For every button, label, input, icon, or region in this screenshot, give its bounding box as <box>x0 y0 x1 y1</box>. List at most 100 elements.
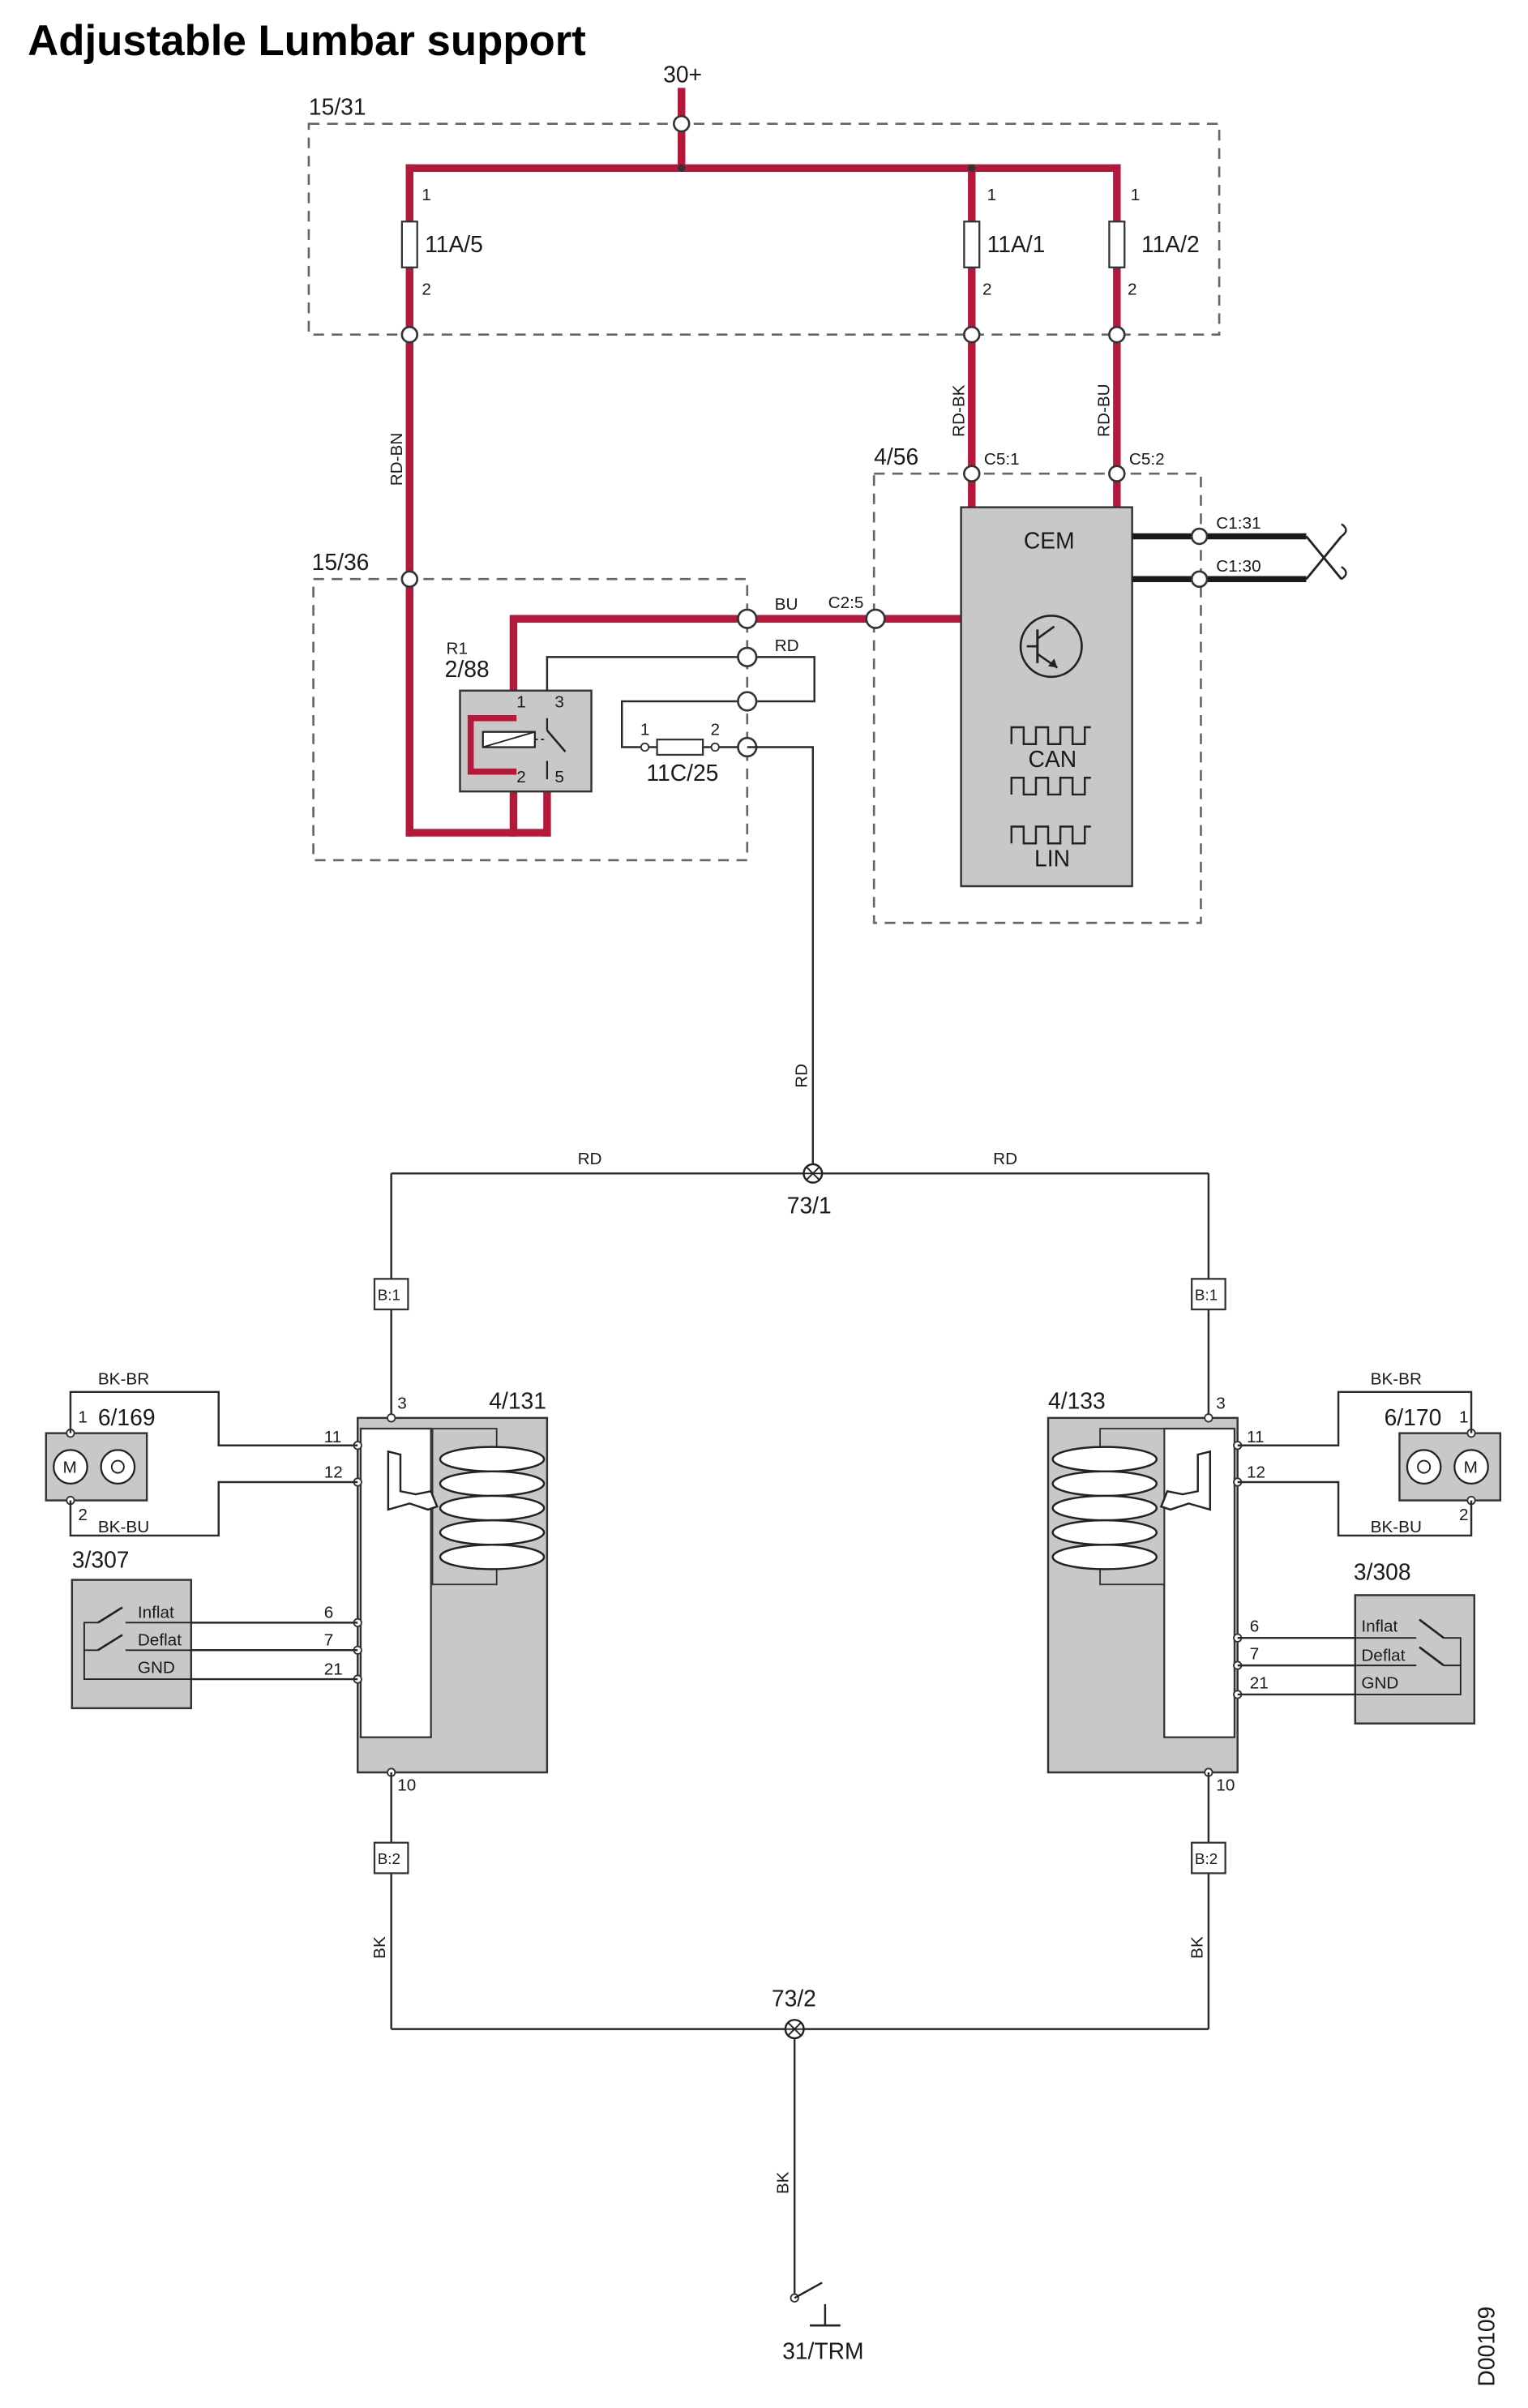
right-lumbar-module <box>1046 1416 1239 1774</box>
svg-text:C5:2: C5:2 <box>1129 450 1165 469</box>
supply-label: 30+ <box>663 62 702 88</box>
svg-text:R1: R1 <box>447 640 469 658</box>
switch-icon <box>1419 1646 1445 1667</box>
cem-connector-c1-30 <box>1190 570 1209 588</box>
svg-text:C1:30: C1:30 <box>1216 557 1260 576</box>
svg-text:C2:5: C2:5 <box>828 593 864 612</box>
svg-text:B:1: B:1 <box>378 1287 400 1304</box>
svg-text:2/88: 2/88 <box>445 656 490 682</box>
wire-label-rd-bk: RD-BK <box>949 384 968 437</box>
svg-text:7: 7 <box>1250 1645 1260 1664</box>
ground-label: 31/TRM <box>782 2338 863 2364</box>
svg-text:M: M <box>63 1459 77 1477</box>
transistor-icon <box>1019 615 1083 679</box>
fusebox-15-31 <box>307 122 1221 336</box>
left-motor-label: 6/169 <box>98 1404 156 1430</box>
svg-text:BK: BK <box>370 1936 389 1959</box>
connector-b1-left <box>373 1278 409 1311</box>
fuse-11a5: 11A/5 1 2 <box>400 186 483 299</box>
svg-text:1: 1 <box>987 186 997 204</box>
svg-text:BK-BR: BK-BR <box>98 1369 149 1388</box>
svg-text:RD: RD <box>993 1150 1017 1168</box>
lin-label: LIN <box>1034 846 1070 872</box>
svg-text:C1:31: C1:31 <box>1216 514 1260 533</box>
svg-text:3: 3 <box>1216 1395 1226 1413</box>
cem-name: CEM <box>1024 528 1075 554</box>
left-lumbar-module <box>356 1416 549 1774</box>
svg-text:RD: RD <box>578 1150 602 1168</box>
svg-text:6: 6 <box>1250 1617 1260 1636</box>
cem-box-4-56 <box>872 472 1202 924</box>
motor-icon <box>1453 1449 1489 1485</box>
svg-text:5: 5 <box>554 768 564 786</box>
svg-text:C5:1: C5:1 <box>984 450 1020 469</box>
seat-icon <box>1159 1450 1212 1511</box>
svg-text:3: 3 <box>554 693 564 712</box>
can-signal-icon <box>1010 726 1091 745</box>
relay-r1: R1 2/88 1 3 2 5 <box>445 640 593 793</box>
svg-text:2: 2 <box>422 281 431 299</box>
right-pump-motor: M <box>1398 1432 1502 1502</box>
svg-text:10: 10 <box>1216 1776 1235 1795</box>
cem-box-label: 4/56 <box>874 443 918 469</box>
left-switch-label: 3/307 <box>72 1547 130 1573</box>
right-switch-label: 3/308 <box>1354 1559 1411 1585</box>
ground-icon <box>790 2282 841 2327</box>
svg-text:11: 11 <box>1247 1428 1265 1446</box>
svg-text:11A/5: 11A/5 <box>425 231 483 257</box>
terminal <box>1108 325 1126 344</box>
svg-text:BK: BK <box>1188 1936 1206 1959</box>
svg-text:3: 3 <box>397 1395 407 1413</box>
twisted-pair-icon <box>1305 523 1347 581</box>
wire-label-bu: BU <box>775 595 798 614</box>
svg-text:2: 2 <box>982 281 992 299</box>
svg-text:Deflat: Deflat <box>138 1631 182 1650</box>
document-id: D00109 <box>1473 2307 1499 2387</box>
splice-bottom-label: 73/2 <box>772 1985 816 2011</box>
terminal <box>737 691 758 712</box>
connector-b2-right <box>1191 1841 1226 1875</box>
svg-text:12: 12 <box>324 1463 343 1481</box>
svg-text:11: 11 <box>324 1428 342 1446</box>
terminal <box>737 646 758 667</box>
left-module-label: 4/131 <box>489 1388 546 1414</box>
fuse-11c25: 1 2 11C/25 <box>640 720 720 786</box>
svg-text:2: 2 <box>711 720 721 739</box>
wire-label-rd-feed: RD <box>792 1064 811 1088</box>
terminal <box>400 325 419 344</box>
svg-text:2: 2 <box>1459 1506 1469 1524</box>
svg-text:10: 10 <box>397 1776 416 1795</box>
terminal <box>400 570 419 588</box>
terminal <box>737 608 758 629</box>
lumbar-bladder-icon <box>439 1446 546 1570</box>
switch-icon <box>97 1634 123 1652</box>
svg-text:B:2: B:2 <box>378 1850 400 1867</box>
relay-box-label: 15/36 <box>312 549 370 575</box>
wire-label-rd-bu: RD-BU <box>1094 383 1113 437</box>
diagram-title: Adjustable Lumbar support <box>28 17 586 65</box>
terminal <box>963 325 981 344</box>
can-label: CAN <box>1029 746 1077 772</box>
svg-text:11A/1: 11A/1 <box>987 231 1046 257</box>
svg-text:Inflat: Inflat <box>138 1604 174 1622</box>
wire-label-rd: RD <box>775 636 799 655</box>
right-lumbar-switch: Inflat Deflat GND <box>1354 1594 1476 1725</box>
left-pump-motor: M <box>45 1432 148 1502</box>
lumbar-bladder-icon <box>1051 1446 1158 1570</box>
supply-terminal <box>672 114 691 133</box>
svg-text:M: M <box>1464 1459 1478 1477</box>
relay-box-15-36 <box>312 577 749 862</box>
right-motor-label: 6/170 <box>1385 1404 1442 1430</box>
lin-signal-icon <box>1010 825 1091 845</box>
svg-text:2: 2 <box>78 1506 88 1524</box>
svg-text:12: 12 <box>1247 1463 1265 1481</box>
svg-text:2: 2 <box>516 768 526 786</box>
motor-icon <box>53 1449 88 1485</box>
svg-text:BK: BK <box>774 2171 793 2194</box>
switch-icon <box>1419 1618 1445 1639</box>
seat-icon <box>387 1450 439 1511</box>
svg-text:1: 1 <box>516 693 526 712</box>
pump-icon <box>1406 1449 1442 1485</box>
right-module-label: 4/133 <box>1048 1388 1106 1414</box>
svg-text:21: 21 <box>324 1660 343 1678</box>
